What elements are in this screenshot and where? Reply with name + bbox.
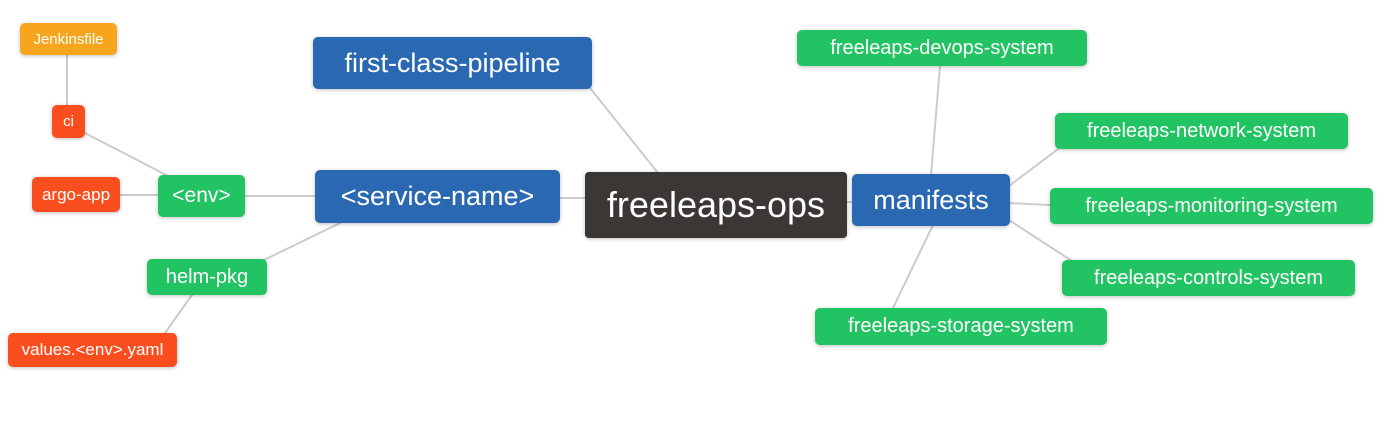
node-values-env-yaml[interactable]: values.<env>.yaml — [8, 333, 177, 367]
node-label: freeleaps-storage-system — [848, 315, 1074, 337]
node-first-class-pipeline[interactable]: first-class-pipeline — [313, 37, 592, 89]
edge-manifests-controls — [1008, 219, 1073, 262]
node-label: freeleaps-controls-system — [1094, 266, 1323, 289]
node-label: first-class-pipeline — [344, 47, 561, 78]
node-label: Jenkinsfile — [33, 30, 104, 48]
node-freeleaps-ops-root[interactable]: freeleaps-ops — [585, 172, 847, 238]
node-freeleaps-network-system[interactable]: freeleaps-network-system — [1055, 113, 1348, 149]
node-label: argo-app — [41, 184, 111, 204]
node-label: freeleaps-monitoring-system — [1085, 194, 1338, 217]
edge-manifests-monitoring — [1008, 202, 1052, 206]
node-argo-app[interactable]: argo-app — [32, 177, 120, 212]
edge-manifests-network — [1008, 148, 1059, 187]
node-label: freeleaps-network-system — [1087, 119, 1316, 142]
edge-helm-pkg-service-name — [261, 222, 341, 262]
edge-ci-env — [82, 131, 173, 179]
node-label: ci — [63, 113, 74, 130]
node-freeleaps-devops-system[interactable]: freeleaps-devops-system — [797, 30, 1087, 66]
node-freeleaps-monitoring-system[interactable]: freeleaps-monitoring-system — [1050, 188, 1373, 224]
node-label: <service-name> — [340, 181, 535, 211]
edge-manifests-storage — [892, 224, 934, 309]
edge-values-helm-pkg — [164, 294, 193, 334]
node-label: manifests — [873, 184, 989, 215]
node-jenkinsfile[interactable]: Jenkinsfile — [20, 23, 117, 55]
node-env[interactable]: <env> — [158, 175, 245, 217]
node-helm-pkg[interactable]: helm-pkg — [147, 259, 267, 295]
node-manifests[interactable]: manifests — [852, 174, 1010, 226]
edge-manifests-devops — [930, 65, 941, 176]
node-freeleaps-storage-system[interactable]: freeleaps-storage-system — [815, 308, 1107, 345]
node-freeleaps-controls-system[interactable]: freeleaps-controls-system — [1062, 260, 1355, 296]
edge-pipeline-ops — [589, 87, 659, 174]
node-label: helm-pkg — [165, 265, 249, 288]
node-service-name[interactable]: <service-name> — [315, 170, 560, 223]
node-label: <env> — [172, 184, 231, 207]
node-ci[interactable]: ci — [52, 105, 85, 138]
node-label: freeleaps-devops-system — [830, 36, 1054, 59]
node-label: freeleaps-ops — [606, 184, 826, 225]
node-label: values.<env>.yaml — [21, 340, 164, 359]
